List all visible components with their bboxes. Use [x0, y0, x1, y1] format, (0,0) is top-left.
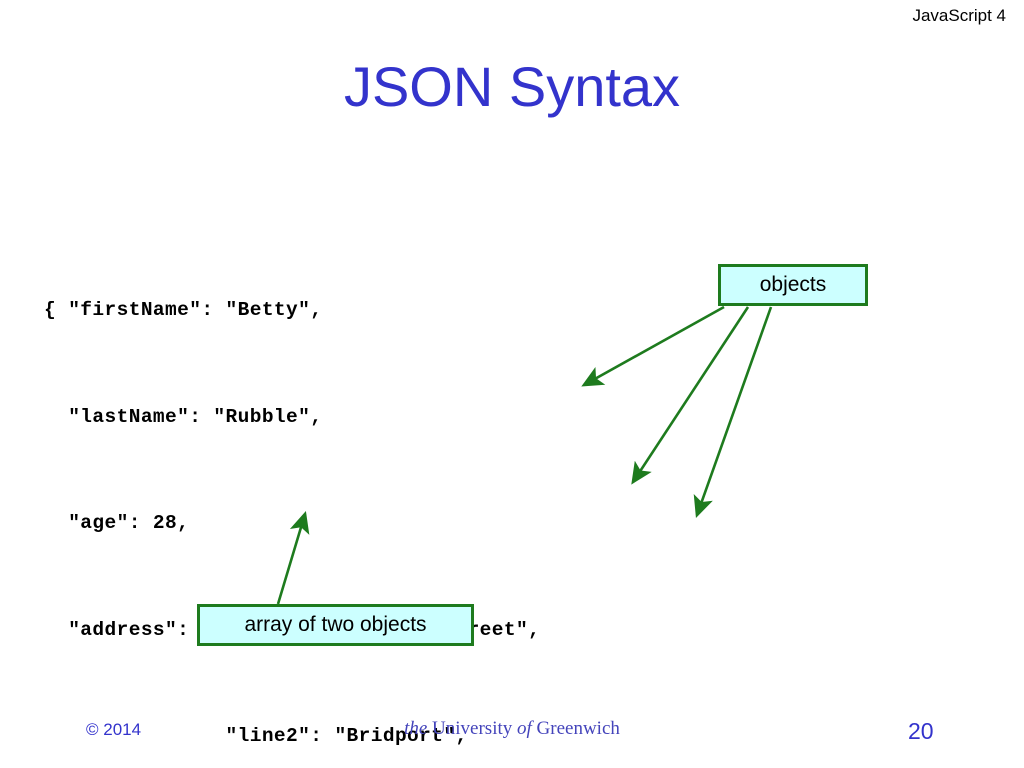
footer-university-place: Greenwich — [536, 718, 620, 739]
footer-university: the University of Greenwich — [0, 718, 1024, 740]
slide-header-label: JavaScript 4 — [912, 6, 1006, 25]
footer-university-of: of — [517, 718, 532, 739]
code-line: "age": 28, — [44, 512, 190, 534]
callout-array-label: array of two objects — [244, 613, 427, 636]
callout-objects: objects — [718, 264, 868, 306]
footer-page-number: 20 — [908, 718, 934, 744]
footer-copyright: © 2014 — [86, 720, 142, 739]
callout-array-of-two-objects: array of two objects — [197, 604, 474, 646]
page-title: JSON Syntax — [343, 55, 681, 118]
footer-university-the: the — [404, 718, 428, 739]
callout-objects-label: objects — [759, 273, 827, 296]
code-line: "line2": "Bridport", — [44, 725, 468, 747]
code-line: "lastName": "Rubble", — [44, 405, 323, 428]
footer-university-name: University — [432, 718, 513, 739]
code-line: { "firstName": "Betty", — [44, 299, 323, 321]
